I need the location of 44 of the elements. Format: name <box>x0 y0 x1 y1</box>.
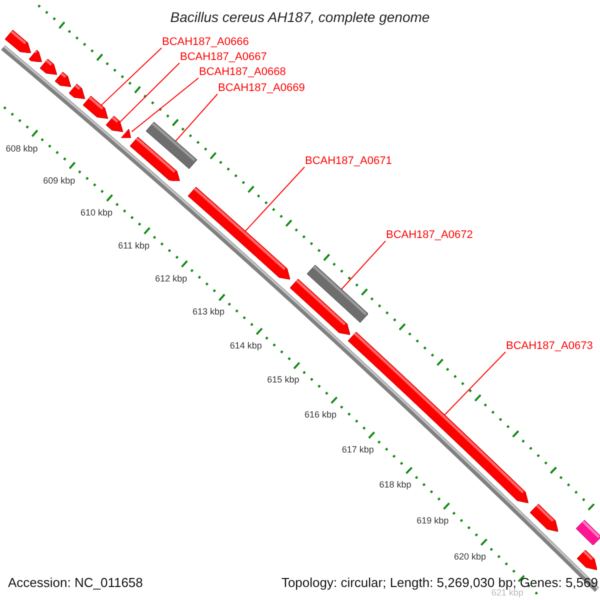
scale-label: 609 kbp <box>43 175 76 186</box>
scale-label: 612 kbp <box>155 273 188 284</box>
scale-label: 619 kbp <box>416 515 449 526</box>
gene-label: BCAH187_A0673 <box>506 340 593 353</box>
gene-label: BCAH187_A0672 <box>386 229 473 242</box>
gene-feature <box>29 50 42 62</box>
scale-label: 610 kbp <box>80 207 112 218</box>
gene-block <box>146 122 198 170</box>
scale-label: 615 kbp <box>267 374 300 386</box>
leader-line <box>174 94 218 142</box>
leader-line <box>100 48 162 106</box>
gene-feature <box>530 504 558 532</box>
gene-feature <box>188 187 290 280</box>
gene-feature <box>83 96 108 119</box>
leader-line <box>444 352 506 416</box>
gene-feature <box>290 279 350 335</box>
gene-feature <box>121 128 132 138</box>
gene-feature <box>55 72 72 87</box>
gene-feature <box>69 84 86 99</box>
scale-label: 611 kbp <box>118 240 150 252</box>
gene-feature <box>40 59 58 75</box>
gene-label: BCAH187_A0666 <box>162 36 249 49</box>
gene-label: BCAH187_A0668 <box>199 66 286 79</box>
scale-label: 620 kbp <box>454 551 486 562</box>
leader-line <box>340 240 386 291</box>
gene-feature <box>5 30 31 53</box>
gene-feature <box>106 116 124 132</box>
gene-feature <box>576 550 597 570</box>
title: Bacillus cereus AH187, complete genome <box>170 9 430 26</box>
gene-block <box>576 520 600 546</box>
scale-label: 613 kbp <box>192 306 224 318</box>
gene-label: BCAH187_A0669 <box>218 82 305 95</box>
leader-line <box>120 62 180 122</box>
scale-label: 618 kbp <box>379 479 412 490</box>
scale-label: 616 kbp <box>304 409 337 420</box>
scale-label: 614 kbp <box>230 340 262 352</box>
leader-line <box>244 166 305 232</box>
leader-line <box>131 78 199 132</box>
footer-text: Topology: circular; Length: 5,269,030 bp; Genes: 5,569 <box>281 575 598 590</box>
scale-label: 617 kbp <box>342 444 374 456</box>
scale-label: 608 kbp <box>6 143 38 154</box>
gene-label: BCAH187_A0667 <box>180 51 267 64</box>
footer-text: Accession: NC_011658 <box>8 575 143 590</box>
gene-label: BCAH187_A0671 <box>305 155 392 168</box>
